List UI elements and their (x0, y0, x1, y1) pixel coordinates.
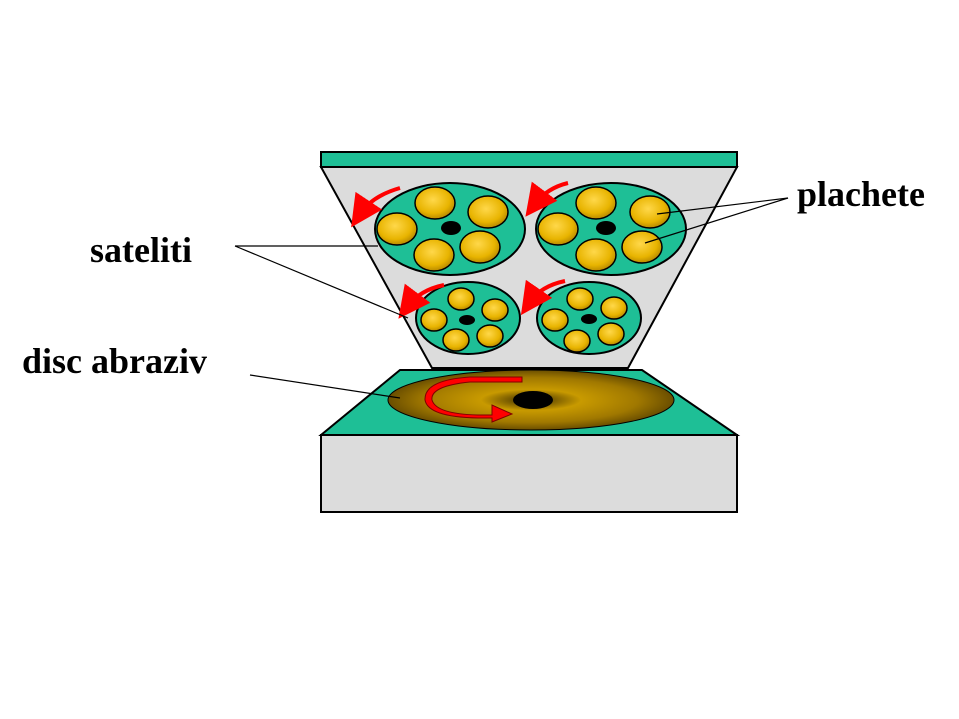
leader-line (234, 245, 409, 319)
wafer (476, 324, 504, 348)
wafer (447, 287, 475, 311)
leader-line (644, 197, 789, 244)
wafer (442, 328, 470, 352)
upper-head-body (319, 166, 739, 369)
upper-plate-bar (320, 151, 738, 168)
satellite-top-right (535, 182, 687, 276)
wafer (621, 230, 663, 264)
label-sateliti: sateliti (90, 230, 192, 270)
wafer (537, 212, 579, 246)
disc-rotation-arrow-icon (424, 376, 523, 423)
wafer (414, 186, 456, 220)
label-disc-abraziv: disc abraziv (22, 341, 207, 381)
rotation-arrow-icon (520, 279, 566, 316)
leader-line (249, 374, 401, 399)
satellite-bottom-right (536, 281, 642, 355)
hub (596, 221, 616, 235)
hub (459, 315, 475, 325)
wafer (566, 287, 594, 311)
wafer (597, 322, 625, 346)
label-plachete: plachete (797, 174, 925, 214)
wafer (600, 296, 628, 320)
lower-base-box (320, 434, 738, 513)
hub (581, 314, 597, 324)
rotation-arrow-icon (398, 283, 445, 319)
wafer (575, 238, 617, 272)
satellite-top-left (374, 182, 526, 276)
wafer (541, 308, 569, 332)
rotation-arrow-icon (351, 186, 401, 228)
wafer (467, 195, 509, 229)
wafer (563, 329, 591, 353)
wafer (420, 308, 448, 332)
leader-line (656, 197, 789, 215)
disc-hub (513, 391, 553, 409)
satellite-bottom-left (415, 281, 521, 355)
wafer (459, 230, 501, 264)
wafer (575, 186, 617, 220)
wafer (481, 298, 509, 322)
wafer (629, 195, 671, 229)
hub (441, 221, 461, 235)
wafer (376, 212, 418, 246)
wafer (413, 238, 455, 272)
rotation-arrow-icon (525, 181, 569, 217)
